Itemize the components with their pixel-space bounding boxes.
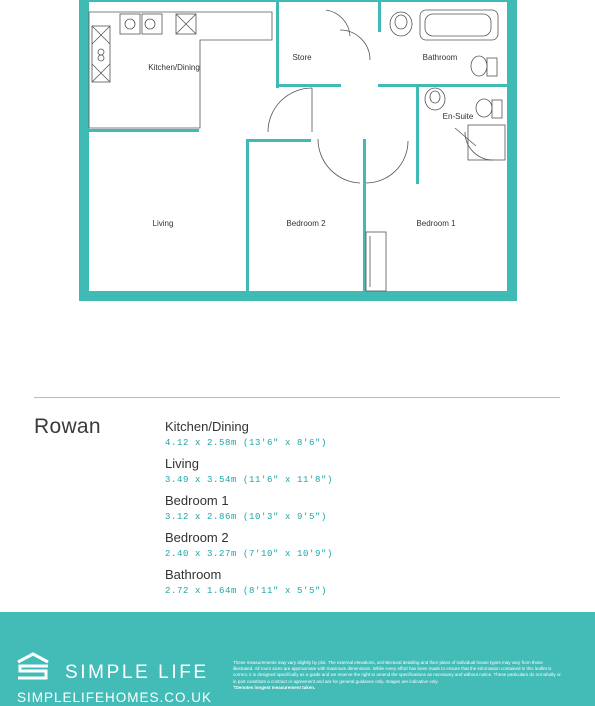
disclaimer: These measurements may vary slightly by … xyxy=(233,660,563,691)
disclaimer-note: †Denotes longest measurement taken. xyxy=(233,684,316,690)
room-dimensions: 3.49 x 3.54m (11'6" x 11'8") xyxy=(165,475,334,485)
footer: SIMPLE LIFE SIMPLELIFEHOMES.CO.UK These … xyxy=(0,612,595,706)
room-entry: Bedroom 1 3.12 x 2.86m (10'3" x 9'5") xyxy=(165,493,545,530)
brand-url[interactable]: SIMPLELIFEHOMES.CO.UK xyxy=(17,690,213,705)
room-name: Living xyxy=(165,456,199,471)
room-dimensions: 2.40 x 3.27m (7'10" x 10'9") xyxy=(165,549,334,559)
room-label-bedroom-2: Bedroom 2 xyxy=(286,219,326,228)
room-dimensions: 3.12 x 2.86m (10'3" x 9'5") xyxy=(165,512,328,522)
room-dimensions: 4.12 x 2.58m (13'6" x 8'6") xyxy=(165,438,328,448)
room-label-bathroom: Bathroom xyxy=(423,53,458,62)
room-entry: Kitchen/Dining 4.12 x 2.58m (13'6" x 8'6… xyxy=(165,419,545,456)
room-entry: Bathroom 2.72 x 1.64m (8'11" x 5'5") xyxy=(165,567,545,604)
floor-plan: Kitchen/Dining Store Bathroom En-Suite L… xyxy=(79,0,517,301)
room-label-kitchen: Kitchen/Dining xyxy=(148,63,200,72)
bathroom-fittings xyxy=(389,9,506,161)
room-label-bedroom-1: Bedroom 1 xyxy=(416,219,456,228)
room-dimensions-list: Kitchen/Dining 4.12 x 2.58m (13'6" x 8'6… xyxy=(165,419,545,604)
wardrobe xyxy=(365,231,387,292)
walls xyxy=(79,0,517,301)
section-divider xyxy=(34,397,560,398)
room-entry: Bedroom 2 2.40 x 3.27m (7'10" x 10'9") xyxy=(165,530,545,567)
room-entry: Living 3.49 x 3.54m (11'6" x 11'8") xyxy=(165,456,545,493)
room-name: Bathroom xyxy=(165,567,222,582)
brand-name: SIMPLE LIFE xyxy=(65,662,209,683)
room-name: Bedroom 2 xyxy=(165,530,229,545)
house-logo-icon xyxy=(17,652,49,680)
plan-name: Rowan xyxy=(34,415,101,438)
disclaimer-text: These measurements may vary slightly by … xyxy=(233,660,561,684)
room-dimensions: 2.72 x 1.64m (8'11" x 5'5") xyxy=(165,586,328,596)
room-label-ensuite: En-Suite xyxy=(443,112,474,121)
room-name: Bedroom 1 xyxy=(165,493,229,508)
kitchen-worktop xyxy=(88,11,273,129)
room-name: Kitchen/Dining xyxy=(165,419,249,434)
room-label-store: Store xyxy=(292,53,312,62)
room-label-living: Living xyxy=(153,219,174,228)
